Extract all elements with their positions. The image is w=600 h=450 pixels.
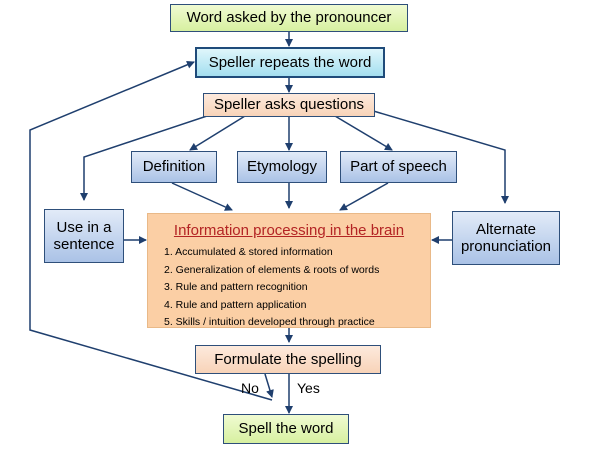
speller-repeats-node: Speller repeats the word <box>195 47 385 78</box>
list-item: 4. Rule and pattern application <box>164 298 307 311</box>
arrow-part-of-speech-to-center <box>339 182 389 211</box>
no-edge-label: No <box>241 380 259 396</box>
word-asked-node: Word asked by the pronouncer <box>170 4 408 32</box>
formulate-spelling-node: Formulate the spelling <box>195 345 381 374</box>
information-processing-node: Information processing in the brain 1. A… <box>147 213 431 328</box>
definition-label: Definition <box>142 158 206 176</box>
spell-word-node: Spell the word <box>223 414 349 444</box>
arrow-definition-to-center <box>171 182 233 211</box>
alternate-pronunciation-node: Alternate pronunciation <box>452 211 560 265</box>
alternate-pronunciation-label: Alternate pronunciation <box>460 220 552 255</box>
information-processing-list: 1. Accumulated & stored information 2. G… <box>156 244 422 332</box>
arrow-asks-to-part-of-speech <box>334 115 393 151</box>
formulate-spelling-label: Formulate the spelling <box>214 350 362 368</box>
spell-word-label: Spell the word <box>238 420 334 438</box>
list-item: 3. Rule and pattern recognition <box>164 281 308 294</box>
yes-edge-label: Yes <box>297 380 320 396</box>
part-of-speech-label: Part of speech <box>350 158 447 176</box>
list-item: 5. Skills / intuition developed through … <box>164 316 375 329</box>
etymology-node: Etymology <box>237 151 327 183</box>
speller-asks-label: Speller asks questions <box>213 96 365 114</box>
part-of-speech-node: Part of speech <box>340 151 457 183</box>
use-in-sentence-node: Use in a sentence <box>44 209 124 263</box>
word-asked-label: Word asked by the pronouncer <box>186 9 392 27</box>
speller-repeats-label: Speller repeats the word <box>208 53 372 71</box>
arrow-asks-to-definition <box>189 115 246 151</box>
list-item: 2. Generalization of elements & roots of… <box>164 263 380 276</box>
list-item: 1. Accumulated & stored information <box>164 246 333 259</box>
arrow-asks-to-sentence <box>80 109 226 201</box>
etymology-label: Etymology <box>246 158 318 176</box>
information-processing-title: Information processing in the brain <box>173 222 405 239</box>
definition-node: Definition <box>131 151 217 183</box>
arrow-asks-to-alternate <box>369 109 509 204</box>
arrow-formulate-no <box>264 373 274 398</box>
speller-asks-node: Speller asks questions <box>203 93 375 117</box>
use-in-sentence-label: Use in a sentence <box>53 218 115 253</box>
arrow-no-loop-back <box>29 60 273 401</box>
